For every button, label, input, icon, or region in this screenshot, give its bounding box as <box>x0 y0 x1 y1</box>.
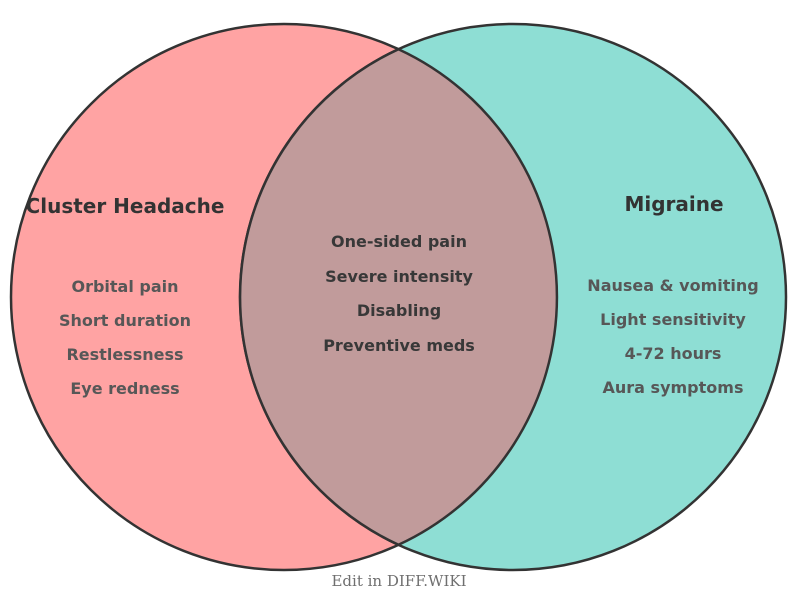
venn-item: Eye redness <box>70 379 180 398</box>
venn-item: Short duration <box>58 311 192 330</box>
venn-item: Orbital pain <box>71 277 179 296</box>
shared-items: One-sided pain Severe intensity Disablin… <box>323 225 475 363</box>
venn-item: Aura symptoms <box>602 378 744 397</box>
venn-item: Restlessness <box>66 345 184 364</box>
right-circle-title: Migraine <box>624 192 724 216</box>
edit-link[interactable]: Edit in DIFF.WIKI <box>331 572 467 590</box>
venn-item: Severe intensity <box>325 266 473 286</box>
migraine-items: Nausea & vomiting Light sensitivity 4-72… <box>587 269 758 405</box>
venn-item: One-sided pain <box>331 232 467 251</box>
venn-item: Nausea & vomiting <box>587 276 759 295</box>
venn-item: Disabling <box>356 301 442 320</box>
venn-item: 4-72 hours <box>624 344 722 363</box>
venn-item: Light sensitivity <box>600 310 746 329</box>
cluster-headache-items: Orbital pain Short duration Restlessness… <box>59 270 191 406</box>
left-circle-title: Cluster Headache <box>25 194 225 218</box>
overlap-region <box>238 47 559 547</box>
venn-item: Preventive meds <box>323 335 475 355</box>
